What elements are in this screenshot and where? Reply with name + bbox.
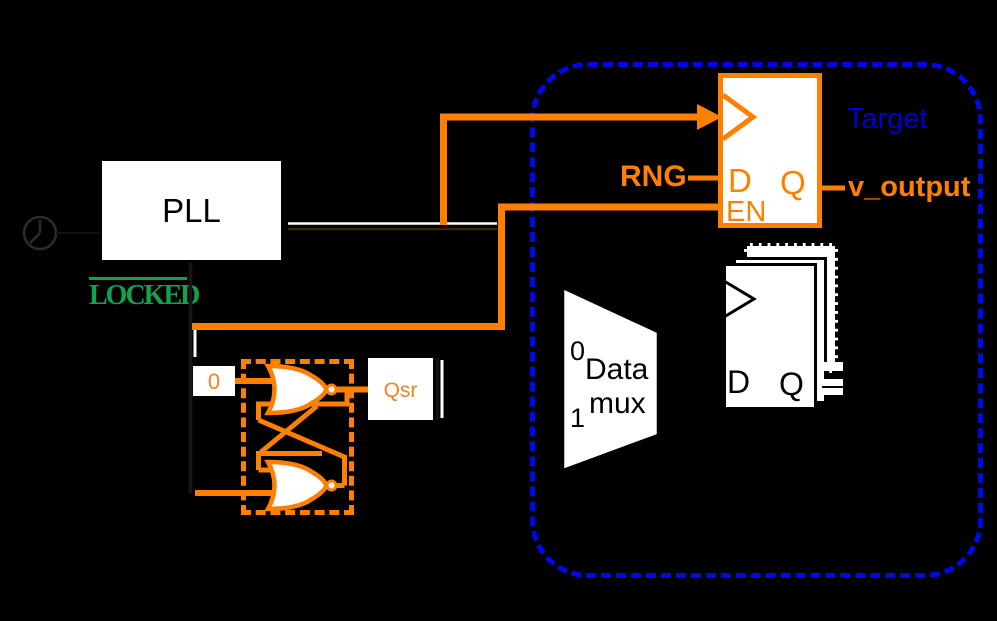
stack-ff-d-label: D [727, 364, 751, 400]
qsr-label: Qsr [383, 379, 418, 402]
target-label: Target [847, 103, 928, 135]
qsr-box [368, 358, 433, 420]
rng-label: RNG [620, 160, 687, 193]
ff-q-label: Q [780, 164, 806, 201]
pll-label: PLL [162, 192, 221, 229]
stack-ff-q-label: Q [779, 366, 804, 402]
const-zero-box [193, 366, 235, 396]
sr-latch-dashed-box [241, 359, 354, 515]
ff-en-label: EN [726, 196, 767, 228]
ff-d-label: D [728, 162, 752, 199]
clock-icon [22, 215, 58, 251]
v-output-label: v_output [848, 171, 971, 203]
pll-box [100, 159, 283, 262]
const-zero-label: 0 [207, 369, 221, 394]
locked-label: LOCKED [89, 277, 200, 310]
target-dashed-box [530, 62, 983, 578]
